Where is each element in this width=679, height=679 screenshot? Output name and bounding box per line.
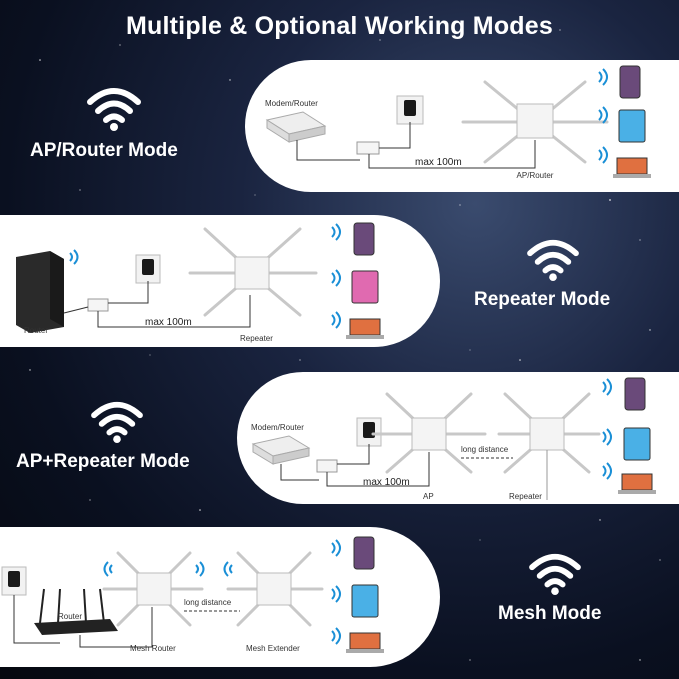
wifi-icon [91, 401, 143, 444]
ap-repeater-diagram: Modem/Router max 100m AP long distance R… [251, 377, 656, 501]
phone-icon [353, 536, 375, 570]
tablet-icon [351, 270, 379, 304]
laptop-icon [349, 632, 381, 650]
diagram-panel-mesh: Router Mesh Router long distance Mesh Ex… [0, 527, 440, 667]
mode-label-mesh: Mesh Mode [498, 603, 602, 624]
distance-label: max 100m [415, 157, 462, 168]
distance-label: max 100m [145, 317, 192, 328]
distance-label: max 100m [363, 477, 410, 488]
long-distance-label: long distance [184, 598, 232, 607]
tablet-icon [623, 427, 651, 461]
laptop-icon [621, 473, 653, 491]
ap-device-label: AP [423, 492, 434, 501]
wifi-icon [529, 553, 581, 596]
modem-router-label: Modem/Router [265, 99, 318, 108]
long-distance-label: long distance [461, 445, 509, 454]
diagram-panel-ap-router: Modem/Router max 100m AP/Router [245, 60, 679, 192]
ap-router-diagram: Modem/Router max 100m AP/Router [265, 65, 651, 180]
mode-label-ap-router: AP/Router Mode [30, 140, 178, 161]
mesh-diagram: Router Mesh Router long distance Mesh Ex… [1, 536, 384, 653]
page-title: Multiple & Optional Working Modes [126, 12, 553, 40]
laptop-icon [616, 157, 648, 175]
wifi-icon [527, 239, 579, 282]
wifi-icon [87, 88, 141, 131]
router-label: Router [58, 612, 82, 621]
laptop-icon [349, 318, 381, 336]
wifi-signal-icons [331, 223, 341, 329]
diagram-panel-repeater: Router max 100m Repeater [0, 215, 440, 347]
mode-label-ap-repeater: AP+Repeater Mode [16, 451, 190, 472]
repeater-diagram: Router max 100m Repeater [16, 222, 384, 343]
phone-icon [619, 65, 641, 99]
tablet-icon [351, 584, 379, 618]
diagram-panel-ap-repeater: Modem/Router max 100m AP long distance R… [237, 372, 679, 504]
ap-router-device-label: AP/Router [517, 171, 554, 180]
mesh-extender-label: Mesh Extender [246, 644, 300, 653]
wifi-signal-icons [598, 68, 608, 164]
wifi-signal-icons [602, 378, 612, 480]
modem-router-label: Modem/Router [251, 423, 304, 432]
repeater-device-label: Repeater [509, 492, 542, 501]
tablet-icon [618, 109, 646, 143]
mesh-router-label: Mesh Router [130, 644, 176, 653]
mode-label-repeater: Repeater Mode [474, 289, 611, 310]
phone-icon [353, 222, 375, 256]
router-label: Router [24, 326, 48, 335]
repeater-device-label: Repeater [240, 334, 273, 343]
wifi-signal-icons [223, 539, 341, 645]
phone-icon [624, 377, 646, 411]
